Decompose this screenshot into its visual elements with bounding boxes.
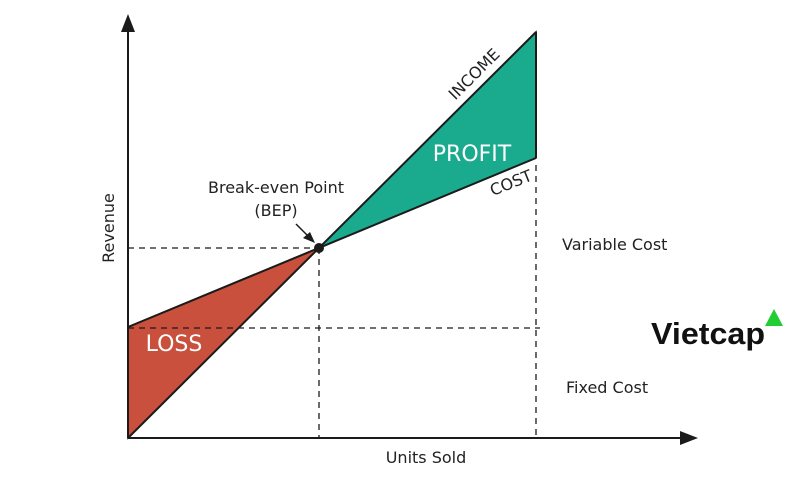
profit-label: PROFIT [433, 142, 512, 167]
y-axis-arrow-icon [121, 14, 135, 32]
x-axis-label: Units Sold [386, 448, 467, 467]
y-axis-label: Revenue [99, 193, 118, 263]
brand-logo: Vietcap [651, 316, 765, 351]
fixed-cost-label: Fixed Cost [566, 378, 648, 397]
bep-pointer-arrow-icon [303, 232, 315, 243]
triangle-icon [765, 309, 783, 326]
x-axis-arrow-icon [680, 431, 698, 445]
cost-line [127, 157, 537, 328]
bep-point [314, 243, 324, 253]
loss-label: LOSS [146, 332, 203, 357]
bep-label-line2: (BEP) [254, 201, 297, 220]
income-line [127, 31, 537, 439]
bep-label-line1: Break-even Point [208, 178, 344, 197]
variable-cost-label: Variable Cost [562, 235, 667, 254]
